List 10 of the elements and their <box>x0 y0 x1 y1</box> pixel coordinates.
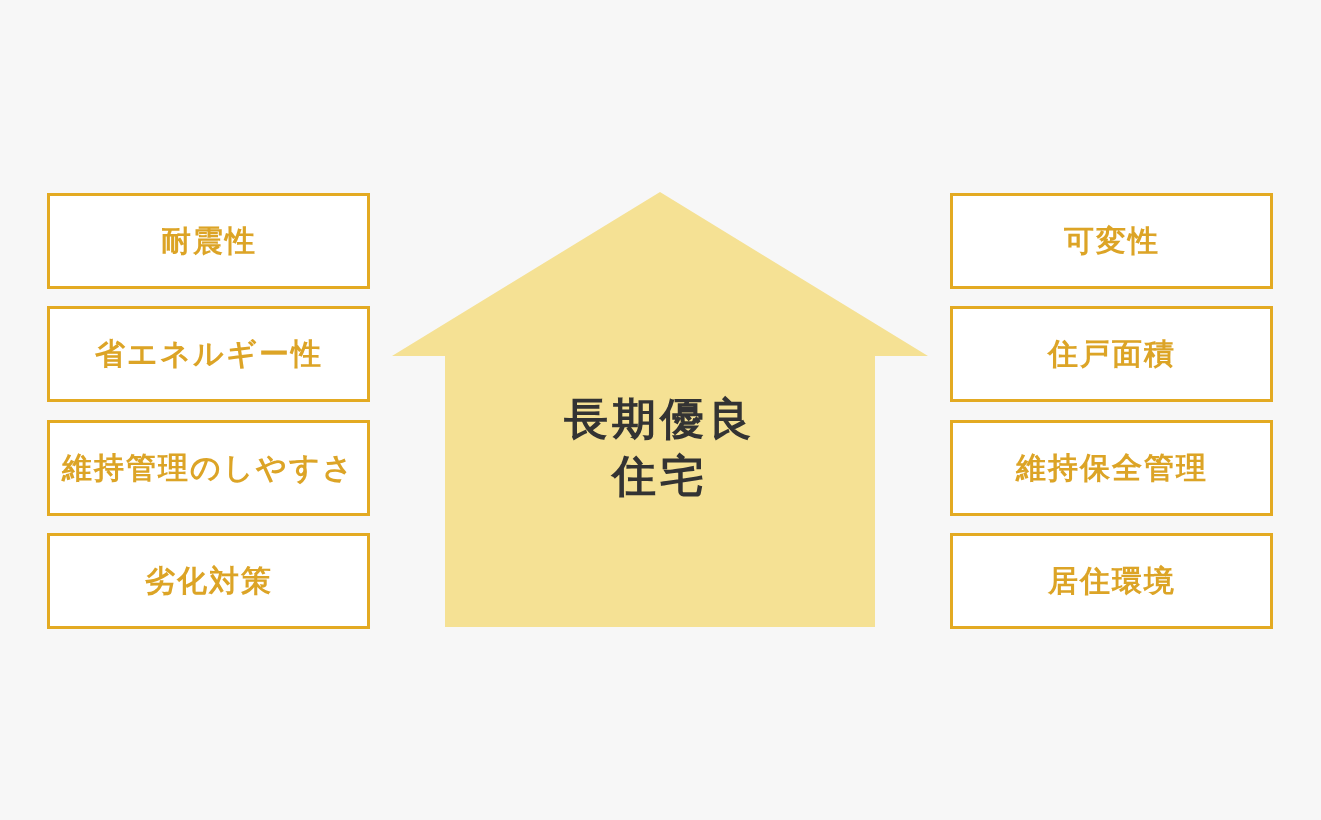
category-box: 可変性 <box>950 193 1273 289</box>
house-label: 長期優良住宅 <box>563 392 757 504</box>
category-box: 省エネルギー性 <box>47 306 370 402</box>
category-box: 劣化対策 <box>47 533 370 629</box>
category-box: 維持管理のしやすさ <box>47 420 370 516</box>
category-box: 住戸面積 <box>950 306 1273 402</box>
house-shape <box>392 192 928 627</box>
category-box: 耐震性 <box>47 193 370 289</box>
category-box: 維持保全管理 <box>950 420 1273 516</box>
category-box: 居住環境 <box>950 533 1273 629</box>
